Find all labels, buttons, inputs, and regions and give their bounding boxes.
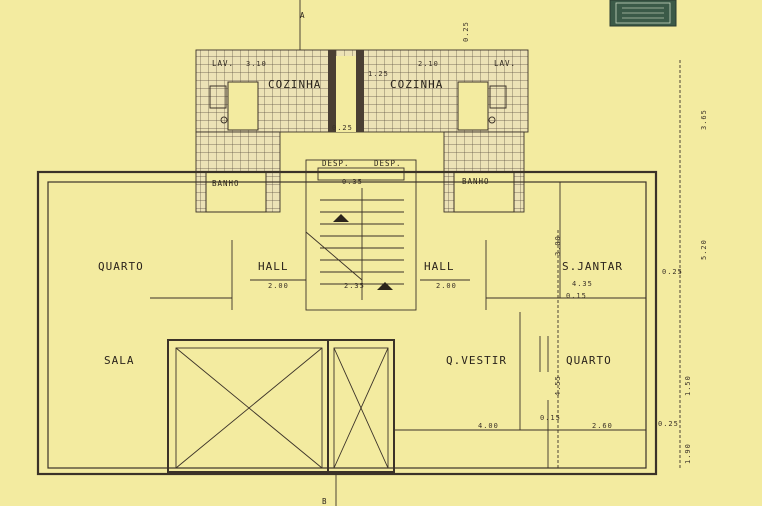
stamp-icon <box>609 0 677 27</box>
dim-0-25-low: 0.25 <box>658 420 679 428</box>
shaft-left <box>167 339 329 473</box>
sala-label: SALA <box>104 354 135 367</box>
dim-4-00: 4.00 <box>478 422 499 430</box>
lav-left-label: LAV. <box>212 59 234 68</box>
desp-left-label: DESP. <box>322 159 350 168</box>
dim-0-25-s: 0.25 <box>332 124 353 132</box>
dim-1-25: 1.25 <box>368 70 389 78</box>
kitchen-right-label: COZINHA <box>390 78 443 91</box>
bath-right-label: BANHO <box>462 177 490 186</box>
bath-left-label: BANHO <box>212 179 240 188</box>
dim-5-20: 5.20 <box>700 239 708 260</box>
dim-2-60: 2.60 <box>592 422 613 430</box>
dim-0-25-mid: 0.25 <box>662 268 683 276</box>
dim-1-90: 1.90 <box>684 443 692 464</box>
dim-0-15-a: 0.15 <box>540 414 561 422</box>
section-label-bottom: B <box>322 497 328 506</box>
dim-3-00: 3.00 <box>554 235 562 256</box>
dim-3-10: 3.10 <box>246 60 267 68</box>
dim-0-15-b: 0.15 <box>566 292 587 300</box>
quarto-left-label: QUARTO <box>98 260 144 273</box>
dim-2-00-right: 2.00 <box>436 282 457 290</box>
jantar-label: S.JANTAR <box>562 260 623 273</box>
hall-right-label: HALL <box>424 260 455 273</box>
kitchen-left-label: COZINHA <box>268 78 321 91</box>
shaft-right <box>327 339 395 473</box>
dim-4-55: 4.55 <box>554 375 562 396</box>
quarto-right-label: QUARTO <box>566 354 612 367</box>
dim-4-35: 4.35 <box>572 280 593 288</box>
vestir-label: Q.VESTIR <box>446 354 507 367</box>
dim-3-65: 3.65 <box>700 109 708 130</box>
dim-0-35: 0.35 <box>342 178 363 186</box>
dim-1-50: 1.50 <box>684 375 692 396</box>
hall-left-label: HALL <box>258 260 289 273</box>
dim-2-10: 2.10 <box>418 60 439 68</box>
lav-right-label: LAV. <box>494 59 516 68</box>
desp-right-label: DESP. <box>374 159 402 168</box>
section-label-top: A <box>300 11 306 20</box>
dim-2-00-left: 2.00 <box>268 282 289 290</box>
dim-2-35: 2.35 <box>344 282 365 290</box>
dim-0-25-top: 0.25 <box>462 21 470 42</box>
